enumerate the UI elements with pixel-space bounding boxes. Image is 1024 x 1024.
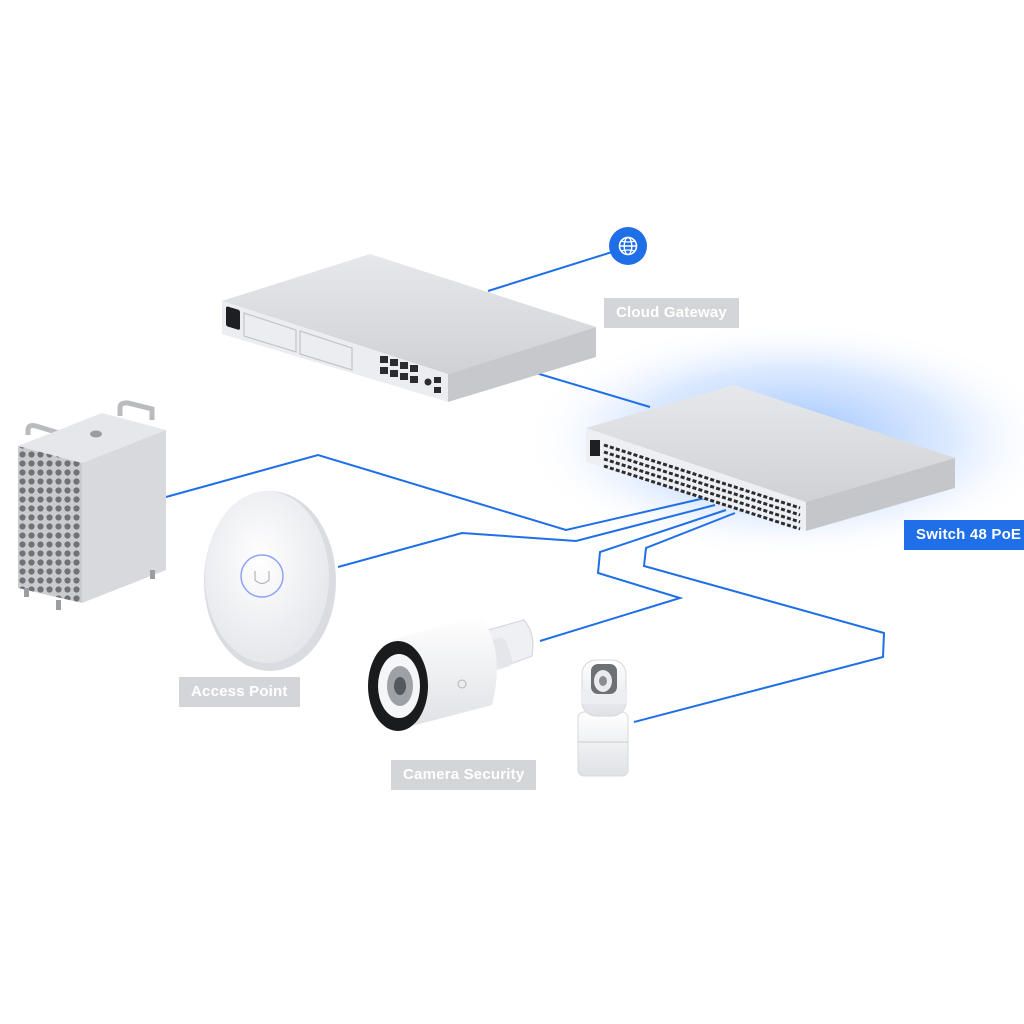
link-bullet-camera-switch xyxy=(539,509,727,642)
workstation-tower xyxy=(18,400,166,610)
switch-ports xyxy=(603,443,801,531)
access-point-label: Access Point xyxy=(179,677,300,707)
flex-camera-device xyxy=(577,659,629,777)
connection-lines xyxy=(165,246,886,723)
link-internet-gateway xyxy=(487,246,629,292)
access-point-device xyxy=(204,491,336,671)
switch-48-poe-device xyxy=(586,385,955,531)
bullet-camera-device xyxy=(368,615,534,731)
link-workstation-switch xyxy=(165,453,706,532)
camera-security-label: Camera Security xyxy=(391,760,537,790)
gateway-ports xyxy=(380,356,441,393)
link-flex-camera-switch xyxy=(633,512,886,723)
ap-led-ring xyxy=(240,554,284,598)
link-ap-switch xyxy=(337,504,716,568)
switch-48-poe-label: Switch 48 PoE xyxy=(904,520,1024,550)
cloud-gateway-device xyxy=(222,254,596,402)
camera-logo xyxy=(457,679,467,689)
cloud-gateway-label: Cloud Gateway xyxy=(604,298,739,328)
link-gateway-switch xyxy=(535,372,651,408)
globe-icon xyxy=(609,227,647,265)
